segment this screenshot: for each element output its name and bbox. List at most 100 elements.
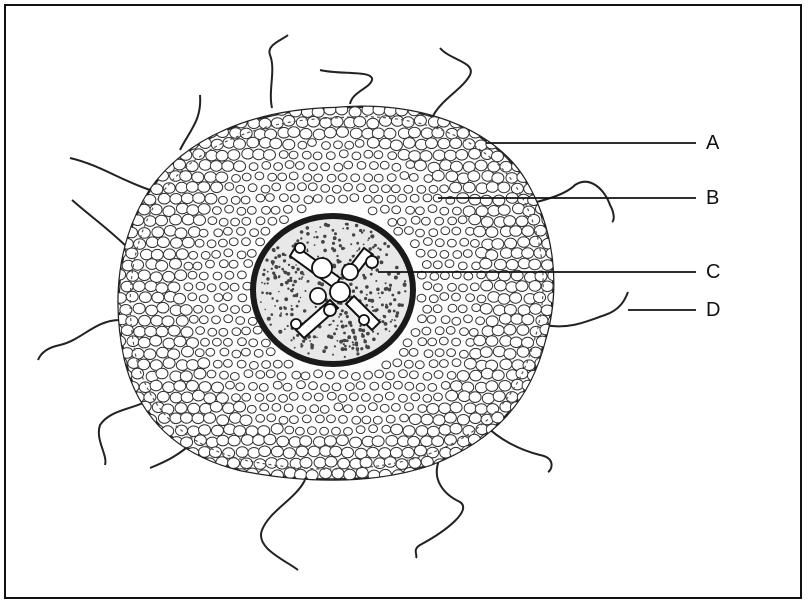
cortex-cell (185, 160, 199, 172)
stele-dot (302, 344, 304, 347)
cortex-cell (288, 150, 299, 160)
cortex-cell (504, 237, 518, 250)
cortex-cell (480, 367, 494, 380)
cortex-cell (237, 270, 247, 280)
cortex-cell (301, 414, 312, 424)
cortex-cell (413, 114, 427, 127)
cortex-cell (118, 225, 127, 237)
cortex-cell (463, 271, 474, 281)
cortex-cell (248, 338, 259, 348)
cortex-cell (156, 170, 169, 182)
stele-dot (388, 283, 393, 287)
cortex-cell (541, 170, 554, 182)
stele-dot (272, 263, 274, 266)
cortex-cell (224, 204, 235, 214)
cortex-cell (126, 445, 140, 458)
stele-dot (359, 290, 363, 294)
cortex-cell (198, 271, 209, 281)
cortex-cell (368, 424, 379, 434)
cortex-cell (374, 369, 385, 379)
stele-dot (360, 347, 364, 351)
cortex-cell (210, 468, 223, 480)
cortex-cell (337, 457, 351, 470)
cortex-cell (437, 137, 451, 150)
cortex-cell (119, 216, 133, 228)
cortex-cell (541, 435, 554, 448)
cortex-cell (449, 422, 463, 435)
cortex-cell (231, 349, 242, 359)
cortex-cell (515, 215, 529, 228)
cortex-cell (272, 359, 283, 369)
cortex-cell (387, 218, 398, 227)
cortex-cell (263, 433, 277, 446)
stele-dot (338, 260, 342, 263)
cortex-cell (240, 434, 254, 446)
cortex-cell (396, 481, 408, 492)
cortex-cell (444, 149, 457, 162)
cortex-cell (139, 423, 153, 436)
cortex-cell (348, 106, 362, 118)
cortex-cell (206, 283, 217, 293)
cortex-cell (497, 422, 511, 435)
cortex-cell (427, 383, 438, 392)
cortex-cell (206, 239, 217, 249)
cortex-cell (126, 139, 139, 152)
stele-dot (292, 294, 296, 298)
cortex-cell (296, 204, 307, 214)
stele-dot (365, 303, 369, 307)
cortex-cell (150, 183, 164, 195)
stele-dot (298, 277, 301, 280)
stele-dot (339, 312, 343, 316)
cortex-cell (247, 447, 261, 459)
cortex-cell (212, 94, 224, 105)
stele-dot (262, 272, 266, 277)
cortex-cell (119, 127, 133, 140)
stele-dot (300, 278, 303, 280)
cortex-cell (420, 479, 434, 480)
cortex-cell (320, 383, 330, 392)
cortex-cell (162, 137, 176, 149)
cortex-cell (558, 423, 570, 434)
cortex-cell (536, 94, 548, 105)
stele-dot (345, 315, 349, 319)
cortex-cell (237, 293, 248, 303)
cortex-cell (236, 226, 246, 236)
cortex-cell (452, 206, 462, 216)
cortex-cell (551, 237, 554, 250)
stele-dot (352, 343, 355, 346)
stele-dot (389, 320, 392, 323)
cortex-cell (421, 216, 431, 226)
cortex-cell (326, 414, 336, 424)
cortex-cell (169, 106, 183, 118)
cortex-cell (329, 445, 343, 458)
cortex-cell (487, 95, 499, 106)
cortex-cell (381, 381, 392, 391)
cortex-cell (349, 127, 363, 140)
cortex-cell (427, 249, 438, 259)
cortex-cell (366, 136, 380, 149)
stele-dot (338, 244, 341, 247)
cortex-cell (463, 402, 477, 415)
cortex-cell (169, 193, 183, 205)
cortex-cell (299, 127, 313, 140)
cortex-cell (414, 444, 427, 457)
cortex-cell (403, 359, 414, 369)
cortex-cell (447, 216, 458, 226)
stele-dot (349, 324, 353, 327)
cortex-cell (194, 238, 205, 248)
stele-dot (260, 301, 262, 303)
cortex-cell (223, 226, 233, 236)
stele-dot (266, 316, 271, 321)
cortex-cell (529, 170, 542, 182)
cortex-cell (240, 106, 254, 117)
cortex-cell (187, 292, 198, 302)
stele-dot (340, 347, 345, 352)
cortex-cell (349, 193, 360, 203)
stele-dot (344, 222, 348, 226)
stele-dot (294, 270, 298, 274)
cortex-cell (155, 325, 169, 338)
cortex-cell (209, 160, 223, 172)
cortex-cell (505, 128, 519, 141)
stele-dot (379, 260, 384, 265)
cortex-cell (156, 236, 170, 248)
